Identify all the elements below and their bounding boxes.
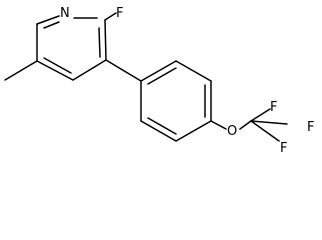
bond-b1-b2 bbox=[140, 60, 177, 82]
chemical-structure-diagram: N F O F F F bbox=[4, 6, 314, 156]
bond-c-f-right bbox=[250, 120, 288, 125]
bond-o-c bbox=[239, 120, 252, 130]
bond-c4-c5-inner bbox=[43, 57, 72, 74]
bond-c5-methyl bbox=[4, 60, 38, 81]
bond-c-f-top bbox=[250, 108, 271, 122]
atom-label-f-cf3-top: F bbox=[270, 100, 277, 115]
atom-label-f-cf3-right: F bbox=[307, 120, 314, 135]
bond-c3-c4 bbox=[72, 59, 107, 81]
atom-label-n1: N bbox=[60, 6, 70, 21]
bond-b4-o bbox=[210, 120, 227, 130]
atom-label-f-cf3-bottom: F bbox=[280, 141, 287, 156]
bond-c2-c3-inner bbox=[98, 27, 101, 58]
bond-b5-b6-inner bbox=[147, 117, 177, 135]
bond-c6-n1-inner bbox=[43, 21, 60, 29]
atom-label-f-ring: F bbox=[116, 6, 123, 21]
bond-c-f-bottom bbox=[250, 120, 280, 142]
pyridine-ring bbox=[36, 15, 107, 81]
bond-c2-c3 bbox=[104, 19, 107, 61]
atom-label-o: O bbox=[227, 124, 237, 139]
benzene-ring bbox=[140, 60, 212, 142]
bond-c6-n1 bbox=[36, 15, 60, 25]
bond-b5-b6 bbox=[140, 120, 177, 142]
bond-b2-b3 bbox=[175, 60, 212, 82]
bond-b1-b2-inner bbox=[147, 67, 177, 85]
bond-c2-f bbox=[104, 12, 117, 21]
bond-c4-c5 bbox=[36, 60, 74, 81]
bond-b4-b5 bbox=[175, 120, 212, 142]
bond-biaryl bbox=[105, 59, 142, 82]
